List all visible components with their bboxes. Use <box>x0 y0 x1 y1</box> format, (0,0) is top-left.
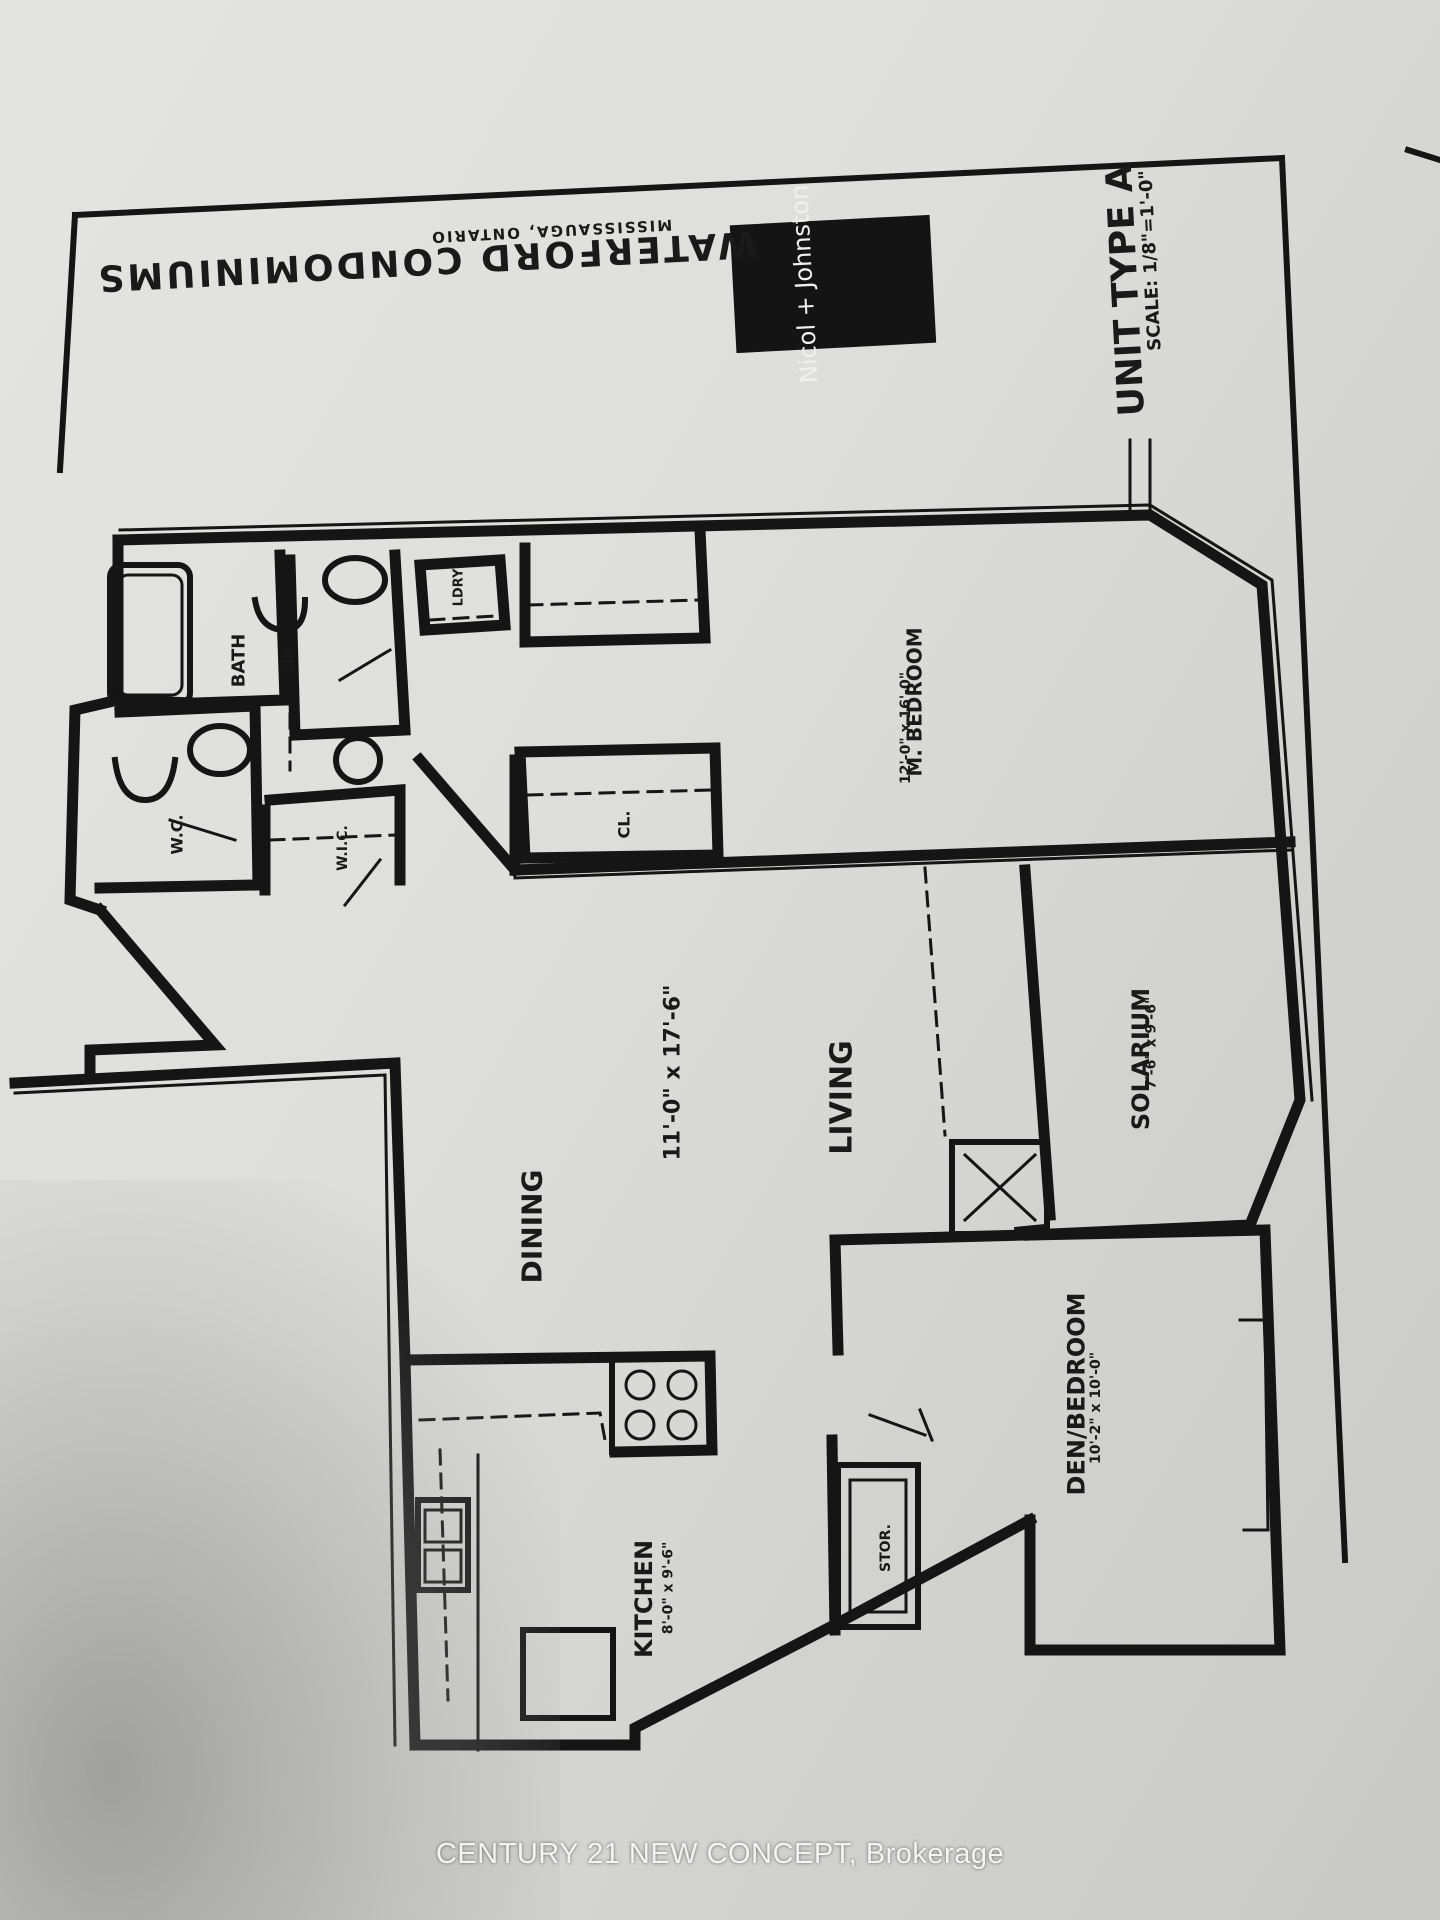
plumbing-fixtures <box>107 555 393 908</box>
wc-label: W.C. <box>167 814 187 855</box>
wic-label: W.I.C. <box>334 825 351 871</box>
den-bedroom-size: 10'-2" x 10'-0" <box>1088 1351 1105 1465</box>
architect-logo-box <box>729 214 937 354</box>
storage-label: STOR. <box>877 1524 894 1572</box>
living-size: 11'-0" x 17'-6" <box>660 984 686 1161</box>
master-bedroom-size: 12'-0" x 16'-0" <box>898 671 915 785</box>
dining-label: DINING <box>515 1169 549 1284</box>
solarium-fixture <box>949 1139 1050 1237</box>
closet-label: CL. <box>614 810 634 839</box>
kitchen-label: KITCHEN <box>630 1539 659 1659</box>
living-label: LIVING <box>824 1040 860 1155</box>
bath-label: BATH <box>228 633 250 688</box>
windows <box>1238 818 1302 1532</box>
title-border-frame <box>71 154 1349 1564</box>
linen-label: LIN. <box>281 643 297 672</box>
kitchen-size: 8'-0" x 9'-6" <box>660 1541 677 1635</box>
laundry-label: LDRY <box>451 568 467 607</box>
den-bedroom-label: DEN/BEDROOM <box>1062 1292 1091 1496</box>
den-storage <box>835 1408 934 1630</box>
brokerage-watermark: CENTURY 21 NEW CONCEPT, Brokerage <box>435 1838 1005 1870</box>
solarium-size: 7'-6" x 9'-6" <box>1143 996 1160 1090</box>
title-border-left <box>56 146 1440 474</box>
